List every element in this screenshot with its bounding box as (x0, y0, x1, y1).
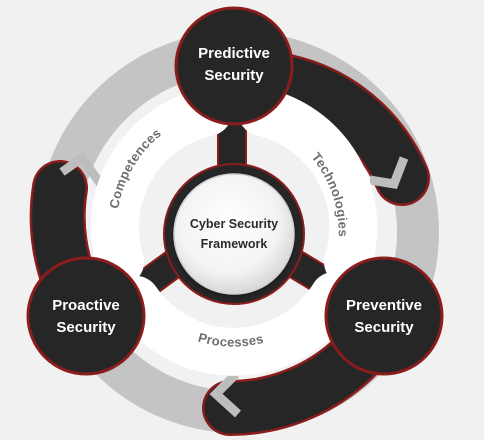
chevron-left-icon (209, 370, 242, 418)
node-predictive-security: Predictive Security (174, 6, 294, 126)
center-node: Cyber Security Framework (173, 173, 295, 295)
ring-label-processes: Processes (197, 330, 265, 350)
center-title-line2: Framework (201, 237, 268, 251)
proactive-line1: Proactive (52, 297, 120, 314)
preventive-line1: Preventive (346, 297, 422, 314)
center-title-line1: Cyber Security (190, 217, 278, 231)
white-ring (90, 88, 378, 376)
node-proactive-security: Proactive Security (26, 256, 146, 376)
chevron-up-left-icon (59, 151, 106, 189)
predictive-line1: Predictive (198, 45, 270, 62)
preventive-line2: Security (354, 319, 414, 336)
chevron-down-right-icon (369, 156, 409, 190)
predictive-line2: Security (204, 67, 264, 84)
node-preventive-security: Preventive Security (324, 256, 444, 376)
proactive-line2: Security (56, 319, 116, 336)
